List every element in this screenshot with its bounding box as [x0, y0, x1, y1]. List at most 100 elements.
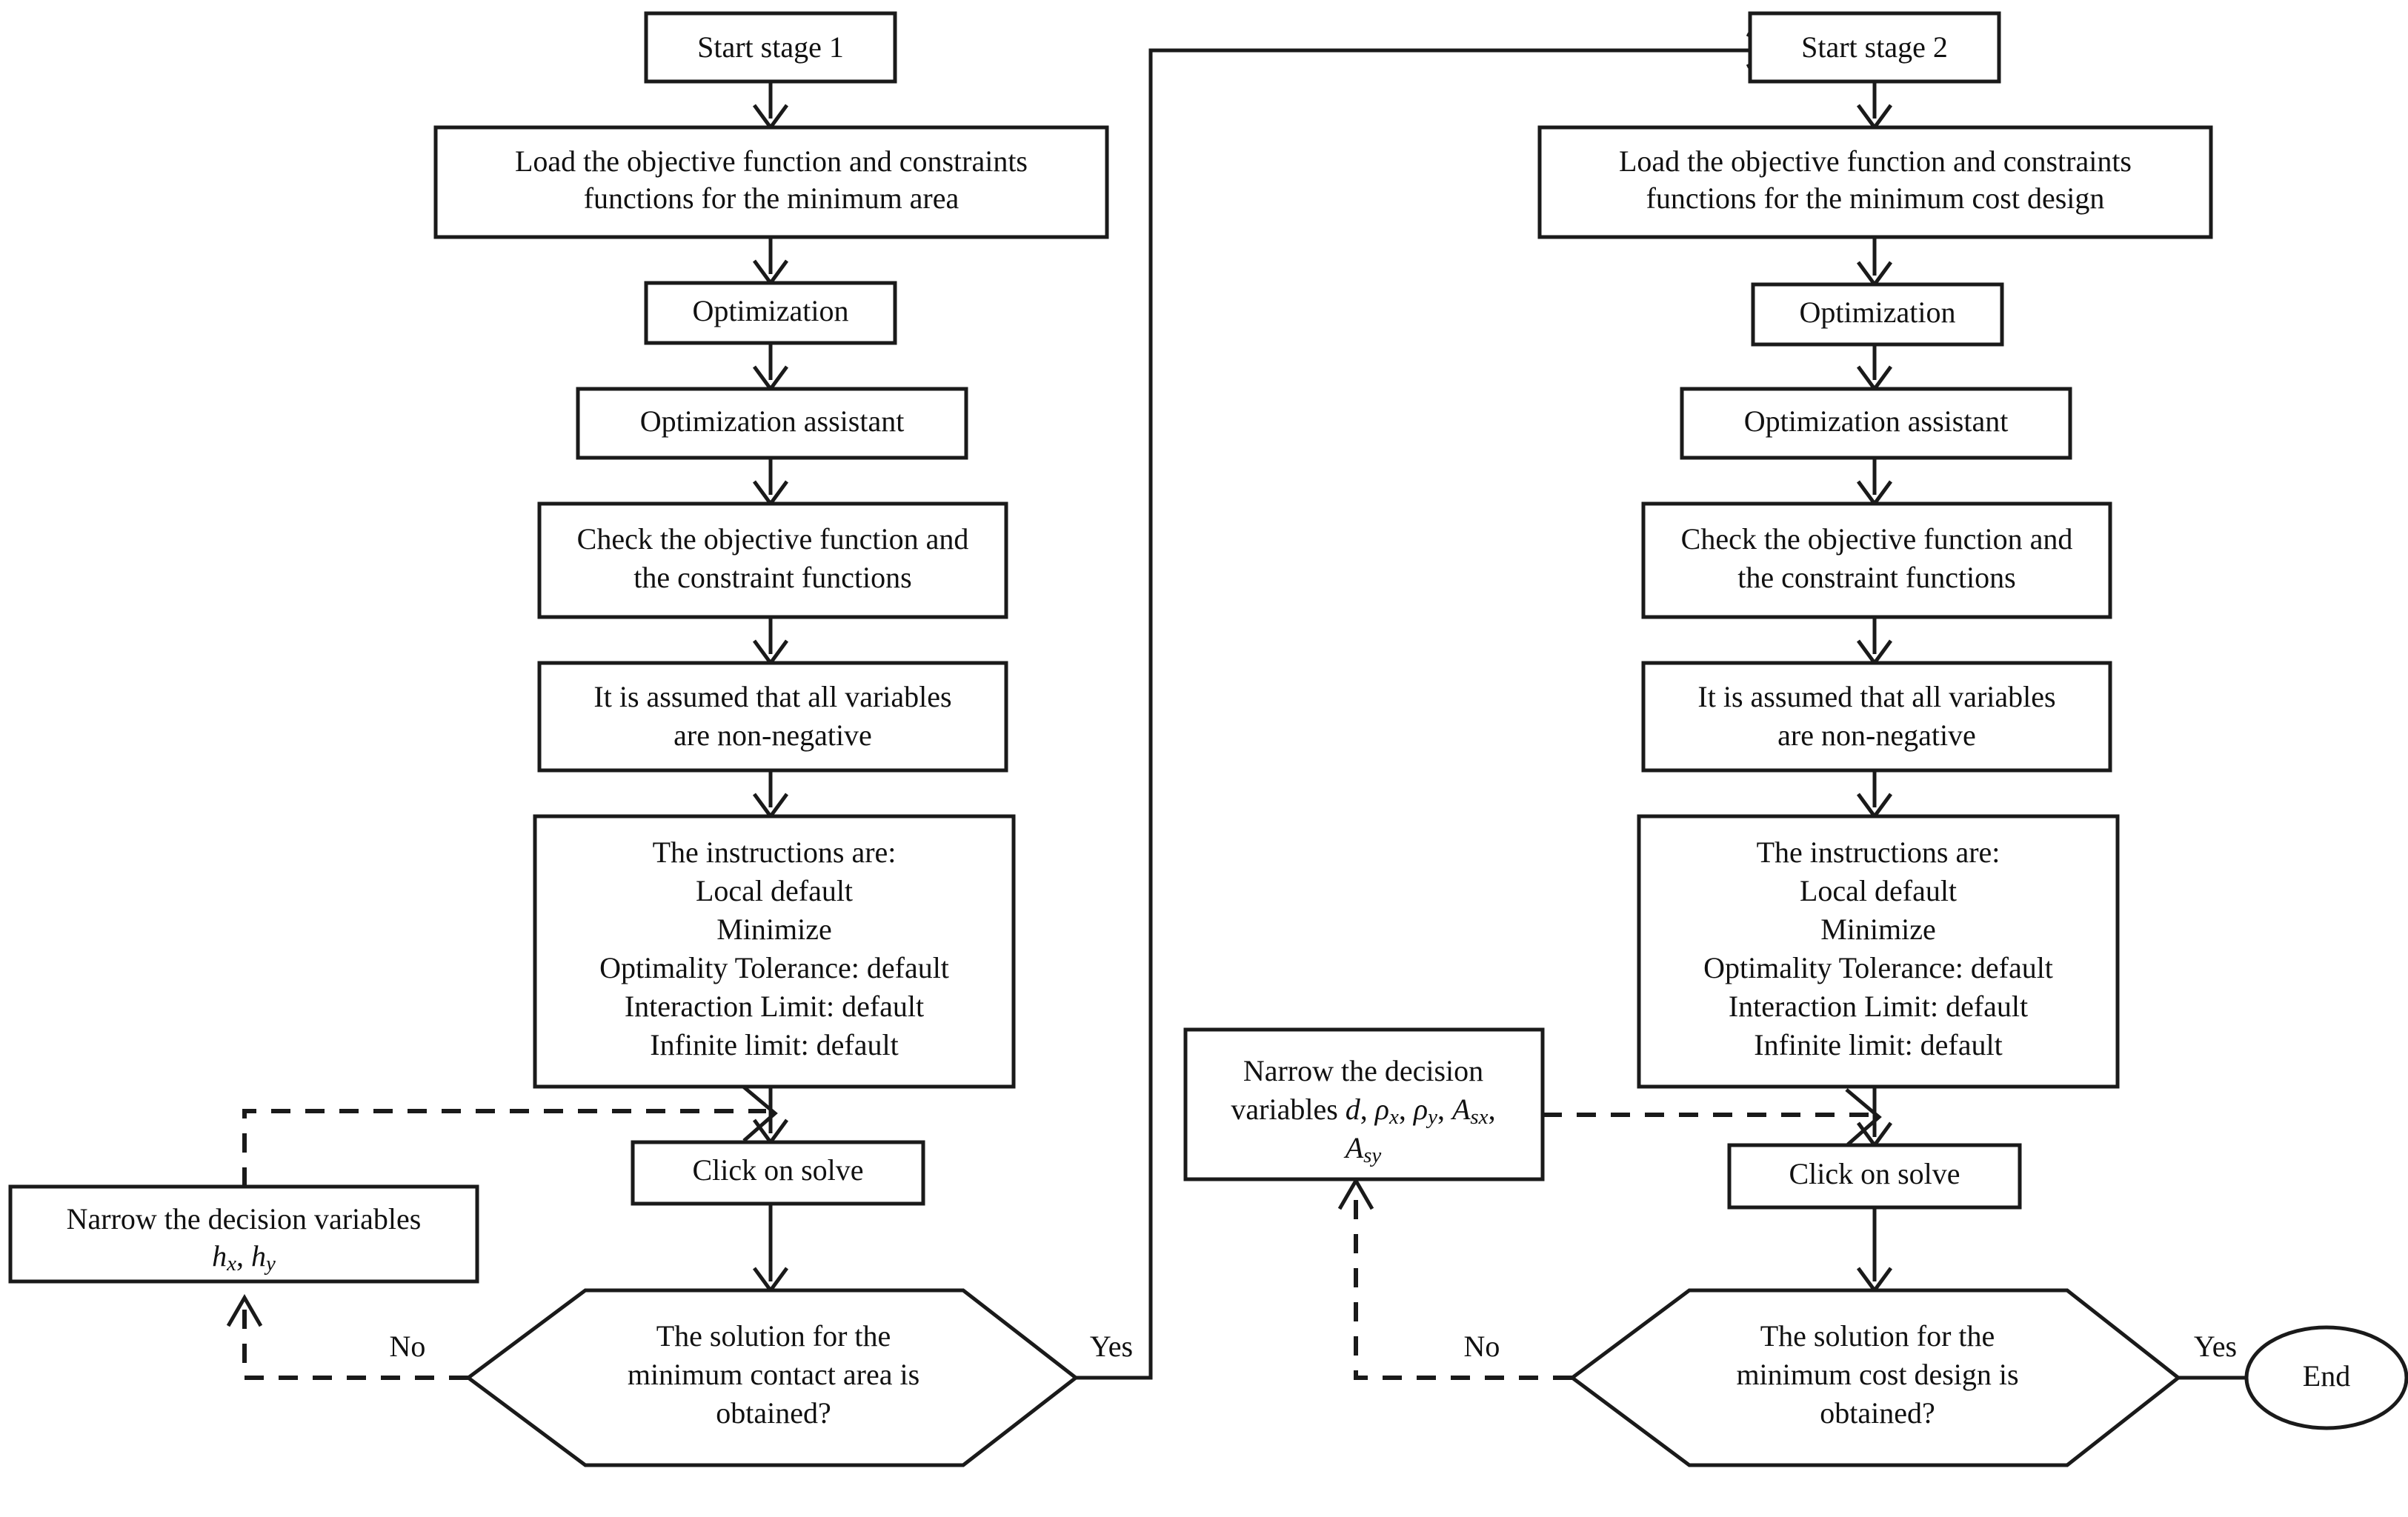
instructions-2-line3: Minimize: [1820, 913, 1936, 946]
decision-1-line2: minimum contact area is: [628, 1358, 919, 1391]
instructions-1-line5: Interaction Limit: default: [625, 990, 924, 1023]
nonnegative-1-box[interactable]: [537, 661, 1008, 773]
check-functions-1-line1: Check the objective function and: [577, 522, 969, 556]
node-instructions-stage-2[interactable]: The instructions are: Local default Mini…: [1637, 814, 2120, 1089]
instructions-2-line5: Interaction Limit: default: [1729, 990, 2028, 1023]
load-objective-1-line2: functions for the minimum area: [584, 181, 959, 215]
instructions-1-box[interactable]: [533, 814, 1016, 1089]
decision-1-hexagon[interactable]: [465, 1288, 1080, 1467]
node-instructions-stage-1[interactable]: The instructions are: Local default Mini…: [533, 814, 1016, 1089]
node-optimization-stage-1[interactable]: Optimization: [644, 281, 897, 345]
load-objective-1-line1: Load the objective function and constrai…: [515, 144, 1028, 178]
arrowhead-into-narrow1: [226, 1294, 263, 1327]
click-solve-2-box[interactable]: [1727, 1143, 2022, 1210]
load-objective-2-line1: Load the objective function and constrai…: [1619, 144, 2132, 178]
narrow-variables-1-line1: Narrow the decision variables: [67, 1202, 422, 1236]
node-load-objective-stage-2[interactable]: Load the objective function and constrai…: [1537, 125, 2213, 239]
connector-stage1-decision-to-narrow: [242, 1302, 468, 1380]
narrow-variables-2-line3: Asy: [1343, 1131, 1382, 1167]
node-decision-stage-2[interactable]: The solution for the minimum cost design…: [1569, 1288, 2182, 1467]
start-stage-1-box[interactable]: [644, 11, 897, 84]
decision-1-line3: obtained?: [716, 1396, 831, 1430]
decision-2-line2: minimum cost design is: [1736, 1358, 2018, 1391]
load-objective-1-box[interactable]: [433, 125, 1109, 239]
nonnegative-2-box[interactable]: [1641, 661, 2112, 773]
optimization-2-label: Optimization: [1799, 296, 1955, 329]
optimization-2-box[interactable]: [1751, 282, 2004, 347]
node-load-objective-stage-1[interactable]: Load the objective function and constrai…: [433, 125, 1109, 239]
narrow-variables-2-box[interactable]: [1183, 1027, 1545, 1181]
node-nonnegative-stage-2[interactable]: It is assumed that all variables are non…: [1641, 661, 2112, 773]
decision-1-line1: The solution for the: [656, 1319, 891, 1353]
check-functions-2-box[interactable]: [1641, 501, 2112, 619]
nonnegative-2-line1: It is assumed that all variables: [1697, 680, 2055, 713]
load-objective-2-box[interactable]: [1537, 125, 2213, 239]
connector-stage1-yes-to-start2: [1076, 48, 1769, 1380]
optimization-1-label: Optimization: [692, 294, 848, 327]
instructions-2-box[interactable]: [1637, 814, 2120, 1089]
check-functions-2-line1: Check the objective function and: [1681, 522, 2073, 556]
node-nonnegative-stage-1[interactable]: It is assumed that all variables are non…: [537, 661, 1008, 773]
check-functions-2-line2: the constraint functions: [1737, 561, 2015, 594]
narrow-variables-2-line2: variables d, ρx, ρy, Asx,: [1231, 1093, 1495, 1128]
nonnegative-1-line2: are non-negative: [673, 719, 872, 752]
end-ellipse[interactable]: [2244, 1325, 2408, 1430]
narrow-variables-2-line1: Narrow the decision: [1243, 1054, 1483, 1087]
stage1-yes-label: Yes: [1090, 1330, 1133, 1363]
instructions-1-line6: Infinite limit: default: [650, 1028, 898, 1061]
optimization-assistant-1-box[interactable]: [576, 387, 968, 460]
instructions-2-line6: Infinite limit: default: [1754, 1028, 2002, 1061]
node-start-stage-1[interactable]: Start stage 1: [644, 11, 897, 84]
stage2-no-label: No: [1464, 1330, 1500, 1363]
node-optimization-assistant-stage-2[interactable]: Optimization assistant: [1680, 387, 2072, 460]
nonnegative-2-line2: are non-negative: [1777, 719, 1976, 752]
start-stage-1-label: Start stage 1: [697, 30, 844, 64]
node-narrow-variables-stage-2[interactable]: Narrow the decision variables d, ρx, ρy,…: [1183, 1027, 1545, 1181]
node-optimization-stage-2[interactable]: Optimization: [1751, 282, 2004, 347]
node-check-functions-stage-1[interactable]: Check the objective function and the con…: [537, 501, 1008, 619]
narrow-variables-2-prefix: variables: [1231, 1093, 1345, 1126]
connector-stage2-decision-to-narrow: [1354, 1185, 1572, 1380]
decision-2-hexagon[interactable]: [1569, 1288, 2182, 1467]
check-functions-1-line2: the constraint functions: [633, 561, 911, 594]
node-click-solve-stage-1[interactable]: Click on solve: [631, 1140, 925, 1206]
end-label: End: [2303, 1359, 2350, 1393]
instructions-1-line2: Local default: [696, 874, 853, 907]
optimization-assistant-1-label: Optimization assistant: [640, 404, 905, 438]
arrowhead-narrow1-into-solve: [741, 1084, 778, 1142]
instructions-1-line4: Optimality Tolerance: default: [599, 951, 949, 984]
stage1-no-label: No: [390, 1330, 426, 1363]
click-solve-1-label: Click on solve: [692, 1153, 863, 1187]
narrow-variables-1-box[interactable]: [8, 1184, 479, 1284]
instructions-2-line2: Local default: [1800, 874, 1957, 907]
instructions-1-line1: The instructions are:: [653, 836, 897, 869]
connector-narrow1-to-solve: [242, 1109, 766, 1187]
node-start-stage-2[interactable]: Start stage 2: [1748, 11, 2001, 84]
arrowhead-narrow2-into-solve: [1845, 1088, 1882, 1146]
optimization-1-box[interactable]: [644, 281, 897, 345]
narrow-variables-1-vars: hx, hy: [212, 1239, 276, 1275]
check-functions-1-box[interactable]: [537, 501, 1008, 619]
nonnegative-1-line1: It is assumed that all variables: [593, 680, 951, 713]
decision-2-line3: obtained?: [1820, 1396, 1935, 1430]
node-end[interactable]: End: [2244, 1325, 2408, 1430]
stage2-connectors: [1856, 81, 1893, 1294]
node-click-solve-stage-2[interactable]: Click on solve: [1727, 1143, 2022, 1210]
start-stage-2-box[interactable]: [1748, 11, 2001, 84]
optimization-assistant-2-box[interactable]: [1680, 387, 2072, 460]
node-decision-stage-1[interactable]: The solution for the minimum contact are…: [465, 1288, 1080, 1467]
optimization-assistant-2-label: Optimization assistant: [1744, 404, 2009, 438]
click-solve-2-label: Click on solve: [1789, 1157, 1960, 1190]
node-optimization-assistant-stage-1[interactable]: Optimization assistant: [576, 387, 968, 460]
instructions-1-line3: Minimize: [716, 913, 832, 946]
node-narrow-variables-stage-1[interactable]: Narrow the decision variables hx, hy: [8, 1184, 479, 1284]
load-objective-2-line2: functions for the minimum cost design: [1646, 181, 2105, 215]
decision-2-line1: The solution for the: [1760, 1319, 1995, 1353]
click-solve-1-box[interactable]: [631, 1140, 925, 1206]
start-stage-2-label: Start stage 2: [1801, 30, 1948, 64]
node-check-functions-stage-2[interactable]: Check the objective function and the con…: [1641, 501, 2112, 619]
instructions-2-line1: The instructions are:: [1757, 836, 2000, 869]
stage1-no-feedback: [226, 1084, 778, 1380]
